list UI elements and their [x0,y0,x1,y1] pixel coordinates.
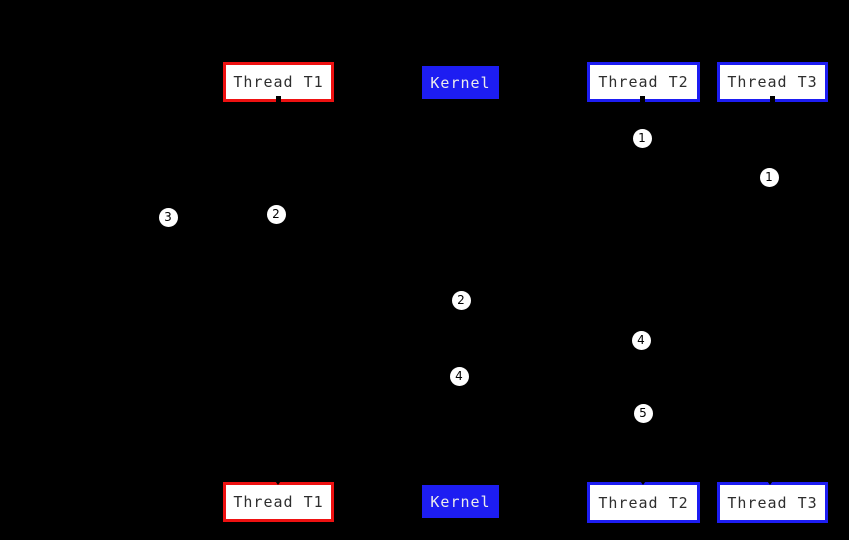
thread-t2-box-bottom-label: Thread T2 [598,493,689,512]
step-marker-1: 1 [632,128,652,148]
arrow-tick-icon [275,96,281,103]
thread-t1-box-top-label: Thread T1 [233,73,324,91]
step-marker-2: 2 [266,204,286,224]
step-marker-4-number: 4 [455,369,463,383]
thread-t3-box-top-label: Thread T3 [727,73,818,91]
arrowhead-icon [273,478,283,485]
step-marker-5: 5 [633,403,653,423]
arrowhead-icon [765,478,775,485]
kernel-box-top: Kernel [422,66,499,99]
thread-t3-box-top: Thread T3 [717,62,828,102]
arrow-tick-icon [639,96,645,103]
thread-t2-box-bottom: Thread T2 [587,482,700,523]
step-marker-1: 1 [759,167,779,187]
step-marker-2: 2 [451,290,471,310]
thread-t1-box-top: Thread T1 [223,62,334,102]
thread-t2-box-top-label: Thread T2 [598,73,689,91]
step-marker-2-number: 2 [457,293,465,307]
step-marker-2-number: 2 [272,207,280,221]
thread-t1-box-bottom-label: Thread T1 [233,493,324,511]
arrowhead-icon [638,478,648,485]
arrow-tick-icon [769,96,775,103]
thread-t3-box-bottom-label: Thread T3 [727,493,818,512]
step-marker-1-number: 1 [765,170,773,184]
step-marker-1-number: 1 [638,131,646,145]
step-marker-5-number: 5 [639,406,647,420]
step-marker-4-number: 4 [637,333,645,347]
thread-t1-box-bottom: Thread T1 [223,482,334,522]
kernel-box-bottom: Kernel [422,485,499,518]
kernel-box-top-label: Kernel [430,73,491,92]
step-marker-3: 3 [158,207,178,227]
thread-t3-box-bottom: Thread T3 [717,482,828,523]
step-marker-3-number: 3 [164,210,172,224]
step-marker-4: 4 [631,330,651,350]
kernel-box-bottom-label: Kernel [430,492,491,511]
step-marker-4: 4 [449,366,469,386]
